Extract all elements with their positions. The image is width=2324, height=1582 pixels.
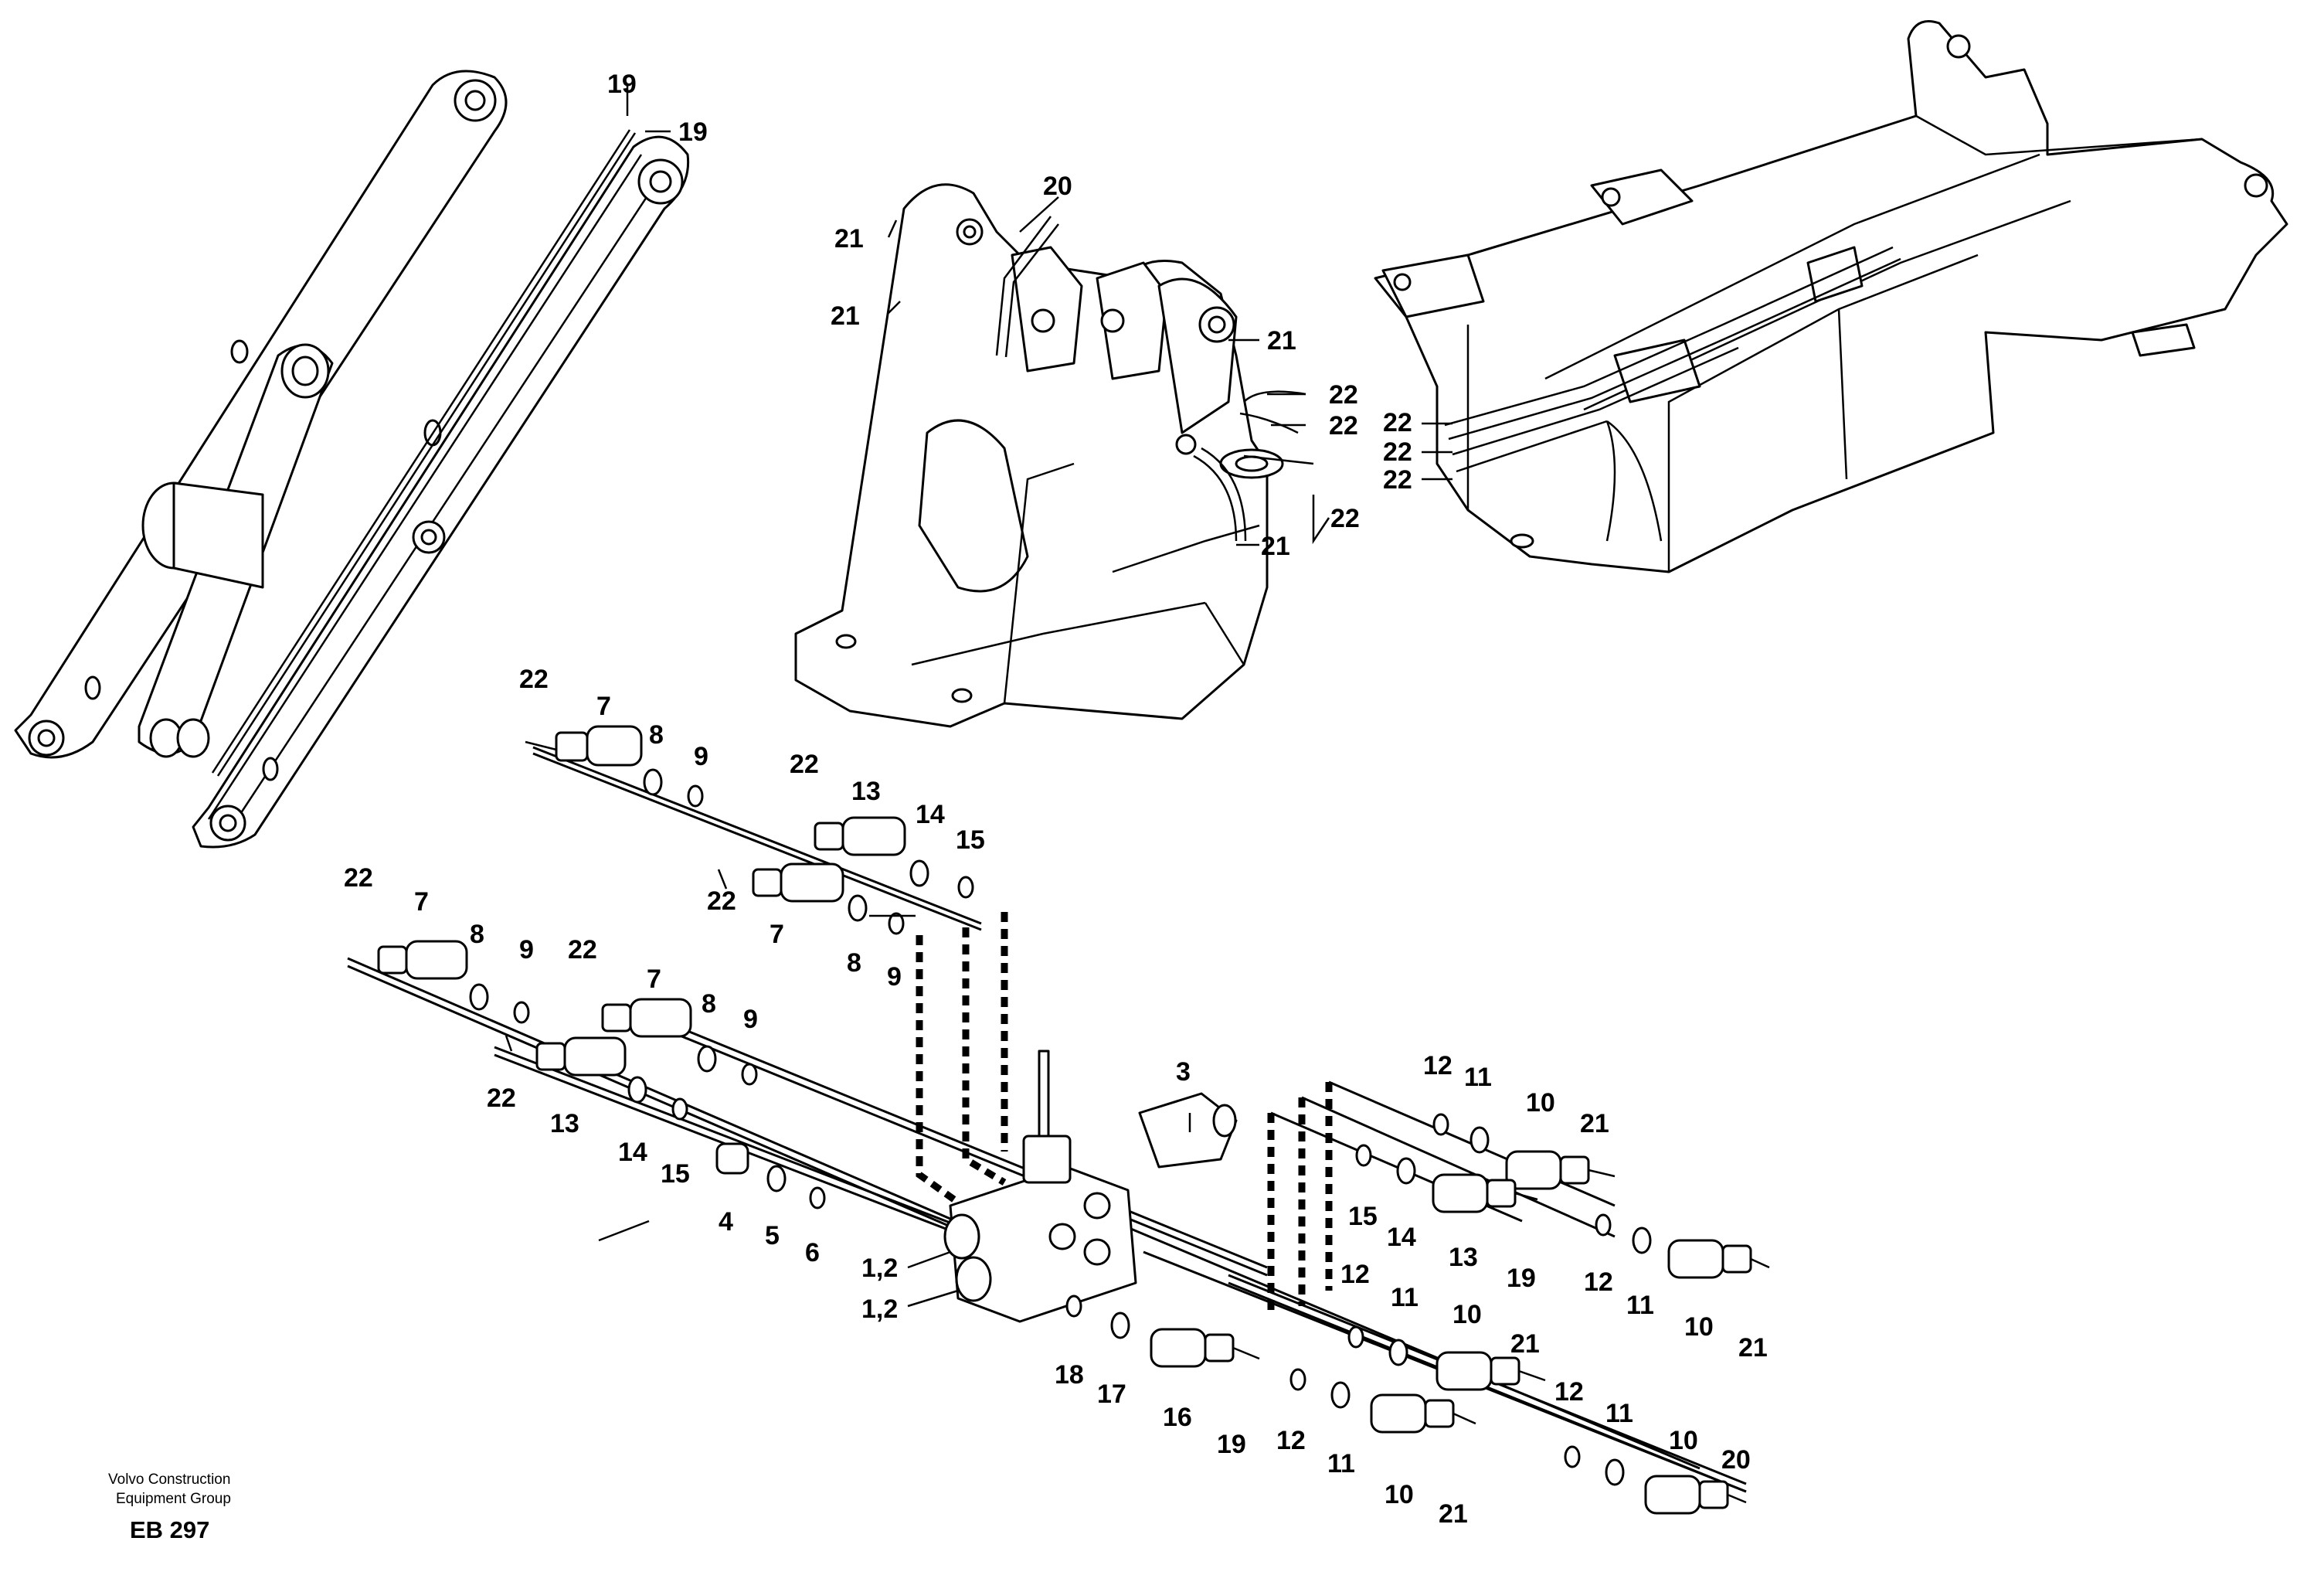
callout-17-r5: 17 xyxy=(1097,1380,1126,1409)
callout-10-r3: 10 xyxy=(1684,1312,1714,1342)
callout-10-r4: 10 xyxy=(1452,1300,1482,1329)
callout-8-h3: 8 xyxy=(847,948,861,978)
callout-14-r2: 14 xyxy=(1387,1223,1416,1252)
callout-6: 6 xyxy=(805,1238,820,1267)
callout-8-h5: 8 xyxy=(702,989,716,1019)
callout-21-frame-b: 21 xyxy=(831,301,860,331)
callout-12-r7: 12 xyxy=(1554,1377,1584,1407)
callout-12-r3: 12 xyxy=(1584,1267,1613,1297)
callout-21-r4: 21 xyxy=(1510,1329,1540,1359)
callout-labels: 19 19 20 21 21 21 22 22 22 21 22 22 22 2… xyxy=(344,70,1768,1529)
callout-21-r1: 21 xyxy=(1580,1109,1609,1138)
callout-22-h3: 22 xyxy=(707,886,736,916)
callout-12-r6: 12 xyxy=(1276,1426,1306,1455)
callout-11-r7: 11 xyxy=(1605,1399,1633,1428)
callout-20-frame: 20 xyxy=(1043,172,1072,201)
callout-1-2-b: 1,2 xyxy=(861,1295,898,1324)
callout-22-frame-a: 22 xyxy=(1329,380,1358,410)
footer-caption: Volvo Construction Equipment Group EB 29… xyxy=(108,1471,231,1543)
fitting-7-c xyxy=(377,940,468,980)
callout-14-h2: 14 xyxy=(916,800,945,829)
callout-7-h4: 7 xyxy=(414,887,429,917)
callout-19-r2: 19 xyxy=(1507,1264,1536,1293)
callout-10-r6: 10 xyxy=(1385,1480,1414,1509)
callout-9-h5: 9 xyxy=(743,1005,758,1034)
callout-11-r6: 11 xyxy=(1327,1449,1355,1478)
callout-14-h6: 14 xyxy=(618,1138,647,1167)
leader-lines xyxy=(505,83,1452,1308)
callout-10-r7: 10 xyxy=(1669,1426,1698,1455)
callout-7-h3: 7 xyxy=(770,920,784,949)
fitting-10-c xyxy=(1436,1351,1520,1391)
fitting-13-a xyxy=(814,816,906,856)
hydraulic-hose-assembly xyxy=(347,725,1770,1515)
callout-1-2-a: 1,2 xyxy=(861,1254,898,1283)
callout-9-h3: 9 xyxy=(887,962,902,992)
plug-4 xyxy=(715,1142,749,1175)
callout-15-h6: 15 xyxy=(661,1159,690,1189)
sealing-rings xyxy=(469,768,1652,1486)
fitting-7-d xyxy=(601,998,692,1038)
fitting-13-b xyxy=(535,1036,627,1077)
fitting-10-a xyxy=(1505,1150,1590,1190)
callout-11-r1: 11 xyxy=(1464,1063,1492,1092)
callout-15-h2: 15 xyxy=(956,825,985,855)
fitting-10-d xyxy=(1370,1393,1455,1434)
callout-11-r4: 11 xyxy=(1391,1283,1419,1312)
callout-21-frame-a: 21 xyxy=(834,224,864,253)
fitting-10-b xyxy=(1667,1239,1752,1279)
callout-5: 5 xyxy=(765,1221,780,1250)
callout-12-r1: 12 xyxy=(1423,1051,1452,1080)
callout-13-h2: 13 xyxy=(851,777,881,806)
callout-22-rear-b: 22 xyxy=(1383,437,1412,467)
callout-22-rear-c: 22 xyxy=(1383,465,1412,495)
callout-8-h4: 8 xyxy=(470,920,484,949)
callout-10-r1: 10 xyxy=(1526,1088,1555,1118)
callout-16-r5: 16 xyxy=(1163,1403,1192,1432)
callout-18-r5: 18 xyxy=(1055,1360,1084,1390)
callout-3: 3 xyxy=(1176,1057,1191,1087)
callout-13-r2: 13 xyxy=(1449,1243,1478,1272)
tee-fitting-3 xyxy=(1138,1092,1238,1169)
callout-4: 4 xyxy=(719,1207,733,1237)
callout-7-h1: 7 xyxy=(596,692,611,721)
callout-20-r7: 20 xyxy=(1721,1445,1751,1475)
callout-12-r4: 12 xyxy=(1340,1260,1370,1289)
fitting-7-b xyxy=(752,862,844,903)
fitting-7-a xyxy=(525,725,643,767)
callout-19-r5: 19 xyxy=(1217,1430,1246,1459)
callout-15-r2: 15 xyxy=(1348,1202,1378,1231)
boom-arms-illustration xyxy=(14,70,690,849)
callout-19-boom-b: 19 xyxy=(678,117,708,147)
fitting-10-e xyxy=(1644,1475,1729,1515)
rear-frame-illustration xyxy=(1374,20,2288,573)
callout-22-h6: 22 xyxy=(487,1084,516,1113)
callout-22-frame-c: 22 xyxy=(1330,504,1360,533)
callout-11-r3: 11 xyxy=(1626,1291,1654,1320)
fitting-13-c xyxy=(1432,1173,1517,1213)
callout-7-h5: 7 xyxy=(647,965,661,994)
fitting-16 xyxy=(1150,1328,1235,1368)
callout-13-h6: 13 xyxy=(550,1109,579,1138)
callout-9-h4: 9 xyxy=(519,935,534,965)
front-frame-illustration xyxy=(794,183,1314,728)
company-name-line1: Volvo Construction xyxy=(108,1471,230,1488)
callout-21-r3: 21 xyxy=(1738,1333,1768,1363)
callout-22-frame-b: 22 xyxy=(1329,411,1358,441)
callout-22-h4: 22 xyxy=(344,863,373,893)
callout-21-frame-c: 21 xyxy=(1267,326,1296,356)
callout-19-boom-a: 19 xyxy=(607,70,637,99)
callout-21-frame-d: 21 xyxy=(1261,532,1290,561)
callout-22-h1: 22 xyxy=(519,665,549,694)
distribution-block xyxy=(943,1050,1137,1323)
drawing-code: EB 297 xyxy=(130,1516,209,1543)
callout-22-h5: 22 xyxy=(568,935,597,965)
callout-22-h2: 22 xyxy=(790,750,819,779)
company-name-line2: Equipment Group xyxy=(116,1491,231,1507)
callout-9-h1: 9 xyxy=(694,742,708,771)
callout-21-r6: 21 xyxy=(1439,1499,1468,1529)
callout-8-h1: 8 xyxy=(649,720,664,750)
callout-22-rear-a: 22 xyxy=(1383,408,1412,437)
